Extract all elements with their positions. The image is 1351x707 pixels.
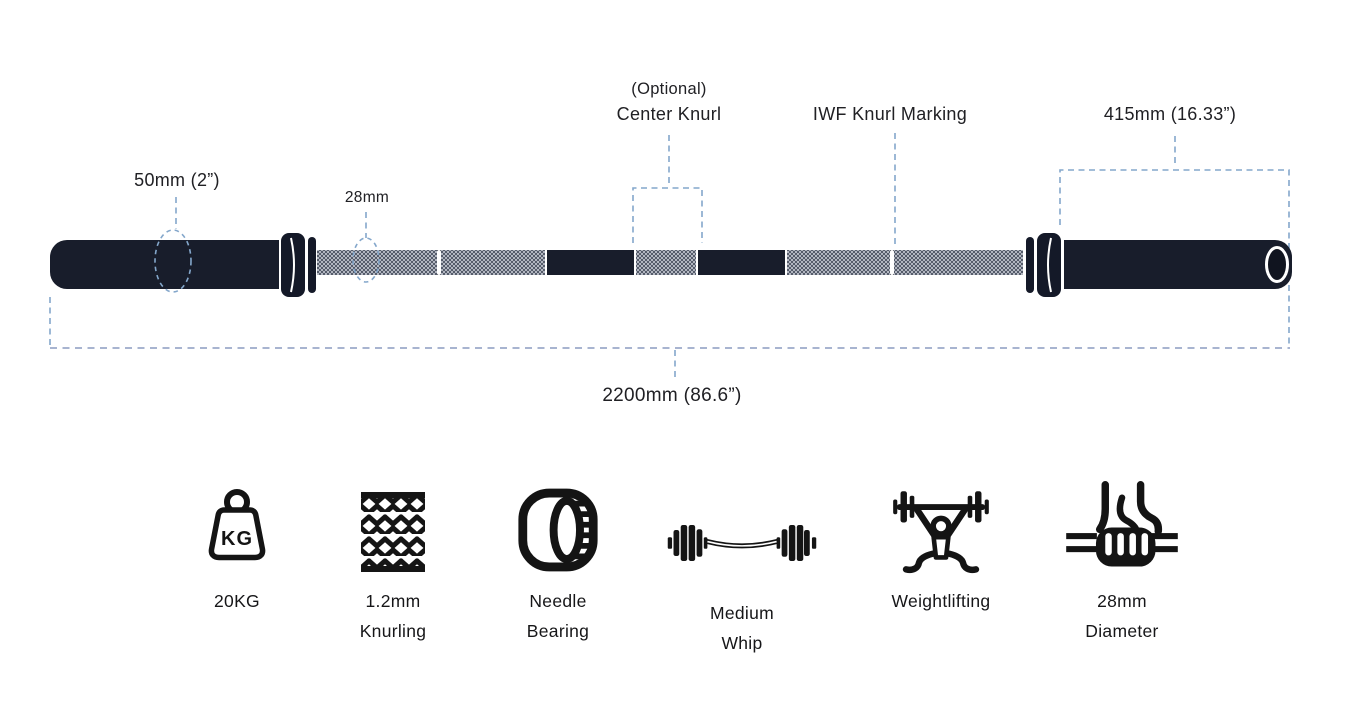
center-knurl-bracket [632,187,703,243]
spec-bearing: Needle Bearing [458,478,658,642]
diameter-callout-circles [154,229,380,293]
end-cap [1265,246,1289,283]
spec-weight-label: 20KG [214,591,260,611]
spec-weightlifting-label: Weightlifting [891,591,991,611]
spec-whip-label-2: Whip [721,633,763,653]
left-collar [281,233,316,297]
center-knurl-segment [636,250,696,275]
grip-diameter-icon [1065,478,1179,574]
callout-iwf-knurl-marking: IWF Knurl Marking [812,104,968,124]
left-sleeve [50,240,279,289]
barbell [50,233,1292,297]
shaft [317,250,1023,275]
knurl-segment [441,250,545,275]
kg-weight-icon: KG [197,478,277,574]
right-sleeve [1064,240,1292,289]
callout-center-knurl: Center Knurl [616,104,722,124]
spec-whip-label-1: Medium [709,603,775,623]
spec-knurling-label-1: 1.2mm [365,591,421,611]
needle-bearing-icon [513,478,603,574]
spec-bearing-label-1: Needle [529,591,587,611]
callout-total-length: 2200mm (86.6”) [602,385,742,406]
spec-whip: Medium Whip [642,478,842,654]
barbell-whip-icon [666,478,818,586]
iwf-ring-mark [437,250,441,275]
weightlifter-icon [885,478,997,574]
spec-weightlifting: Weightlifting [841,478,1041,612]
knurl-segment [894,250,1023,275]
knurling-pattern-icon [353,478,433,574]
callout-center-knurl-optional: (Optional) [631,80,707,98]
spec-knurling-label-2: Knurling [359,621,427,641]
spec-diameter: 28mm Diameter [1022,478,1222,642]
svg-text:KG: KG [221,528,253,550]
spec-knurling: 1.2mm Knurling [293,478,493,642]
sleeve-diameter-circle [154,229,192,293]
spec-bearing-label-2: Bearing [526,621,590,641]
spec-weight: KG 20KG [137,478,337,612]
shaft-diameter-circle [352,237,380,283]
right-collar [1026,233,1061,297]
knurl-segment [787,250,890,275]
iwf-ring-mark [890,250,894,275]
callout-sleeve-diameter: 50mm (2”) [134,170,220,190]
callout-shaft-diameter: 28mm [344,189,390,206]
spec-diameter-label-2: Diameter [1085,621,1159,641]
callout-sleeve-length: 415mm (16.33”) [1103,104,1237,124]
spec-diameter-label-1: 28mm [1097,591,1147,611]
